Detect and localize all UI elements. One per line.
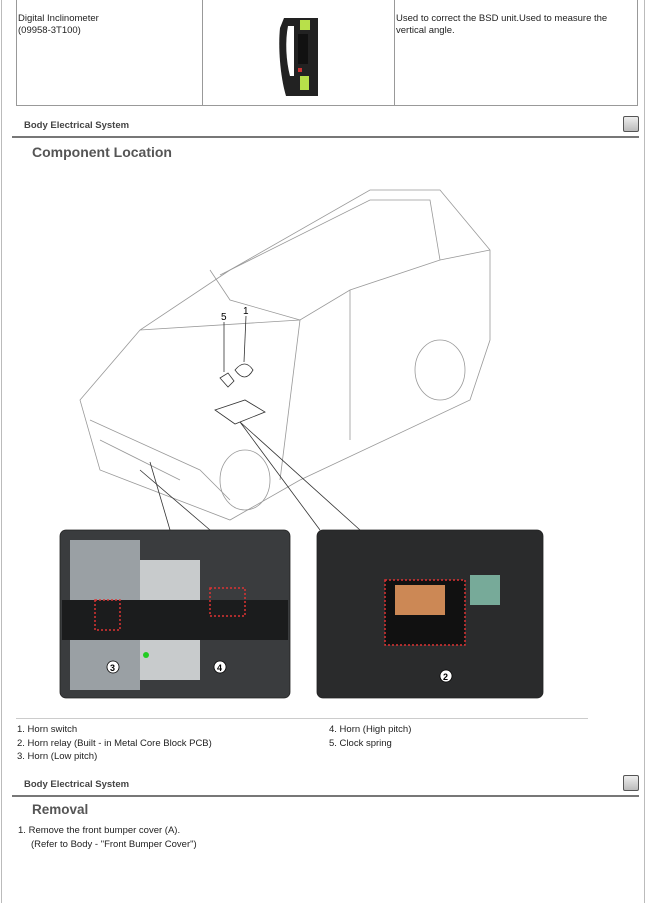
step-item: 1. Remove the front bumper cover (A). (18, 824, 197, 838)
component-location-illustration: 5 1 3 4 2 (59, 189, 544, 699)
vehicle-drawing (79, 189, 491, 521)
section-title: Removal (32, 802, 89, 817)
legend-left: 1. Horn switch 2. Horn relay (Built - in… (17, 723, 212, 764)
inclinometer-image (279, 18, 318, 96)
printer-icon[interactable] (623, 116, 639, 132)
tool-image-cell (202, 0, 395, 106)
legend-divider (16, 718, 588, 719)
removal-steps: 1. Remove the front bumper cover (A). (R… (18, 824, 197, 852)
divider (12, 136, 639, 138)
section-header: Body Electrical System (12, 116, 639, 138)
horn-photo-inset: 3 4 (59, 529, 291, 699)
special-tool-table: Digital Inclinometer(09958-3T100) Used t… (16, 0, 638, 106)
section-header-title: Body Electrical System (24, 120, 130, 131)
tool-name-cell: Digital Inclinometer(09958-3T100) (16, 0, 203, 106)
divider (12, 795, 639, 797)
tool-name: Digital Inclinometer (18, 13, 99, 24)
step-subtext: (Refer to Body - "Front Bumper Cover") (31, 839, 197, 850)
legend-item: 4. Horn (High pitch) (329, 724, 412, 735)
section-header: Body Electrical System (12, 775, 639, 797)
callout-2: 2 (443, 672, 448, 682)
tool-part-no: (09958-3T100) (18, 25, 81, 36)
legend-item: 3. Horn (Low pitch) (17, 751, 98, 762)
step-text: Remove the front bumper cover (A). (28, 825, 181, 836)
legend-item: 5. Clock spring (329, 737, 392, 749)
legend-item: 1. Horn switch (17, 724, 78, 735)
printer-icon[interactable] (623, 775, 639, 791)
page-title: Component Location (32, 144, 172, 160)
callout-3: 3 (110, 663, 115, 673)
fuse-box-photo-inset: 2 (316, 529, 544, 699)
legend-right: 4. Horn (High pitch) 5. Clock spring (329, 723, 411, 750)
legend-item: 2. Horn relay (Built - in Metal Core Blo… (17, 737, 212, 749)
callout-4: 4 (217, 663, 222, 673)
table-row: Digital Inclinometer(09958-3T100) Used t… (16, 0, 638, 106)
tool-description-cell: Used to correct the BSD unit.Used to mea… (394, 0, 638, 106)
callout-1: 1 (243, 306, 249, 317)
section-header-title: Body Electrical System (24, 779, 130, 790)
step-number: 1. (18, 825, 26, 836)
tool-description: Used to correct the BSD unit.Used to mea… (396, 13, 608, 36)
callout-5: 5 (221, 312, 227, 323)
